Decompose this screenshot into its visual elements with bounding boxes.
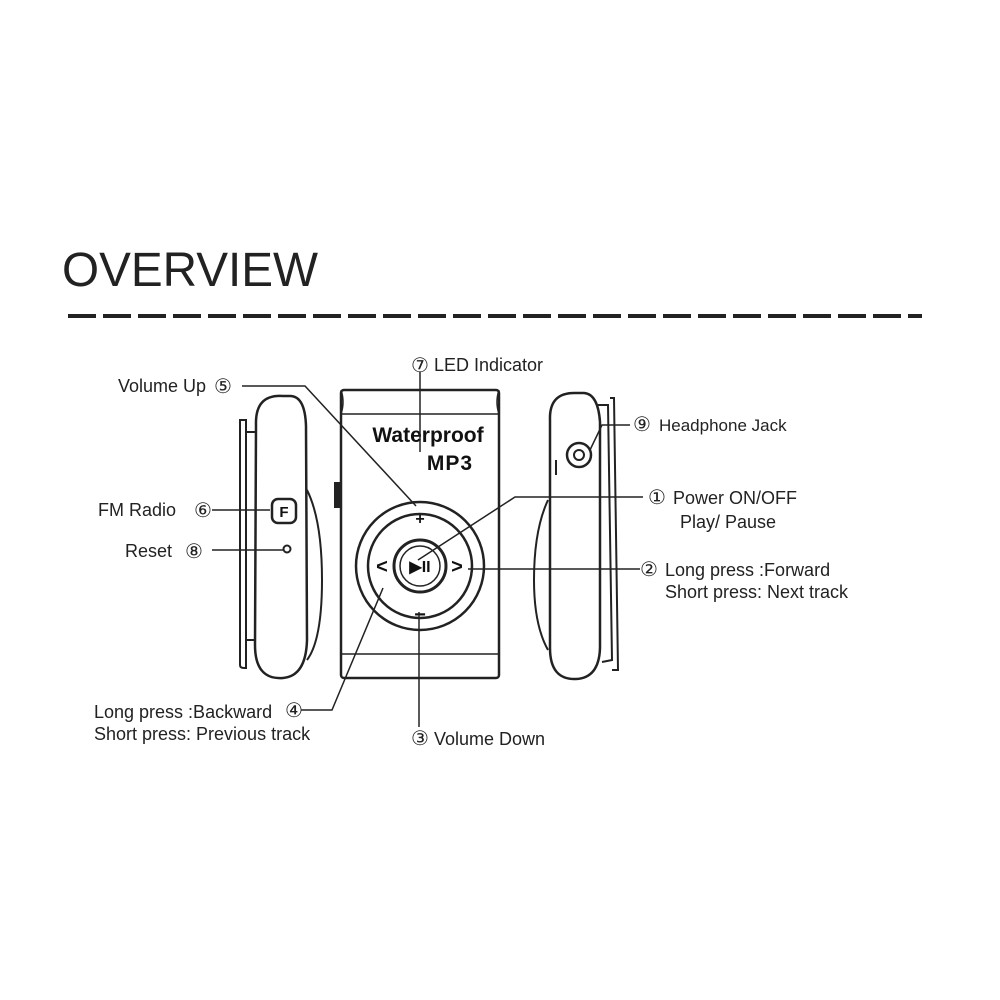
callout-forward: ② Long press :Forward Short press: Next … xyxy=(640,557,849,602)
volume-down-minus-icon: − xyxy=(414,604,426,626)
leader-backward xyxy=(301,587,384,711)
left-side-view xyxy=(239,394,340,680)
callout-number-2: ② xyxy=(640,557,658,581)
page-title: OVERVIEW xyxy=(62,244,319,297)
leader-power xyxy=(417,496,643,561)
label-short-press-previous: Short press: Previous track xyxy=(94,724,311,744)
callout-number-1: ① xyxy=(648,485,666,509)
callout-number-8: ⑧ xyxy=(185,539,203,563)
next-chevron-icon: > xyxy=(451,556,463,578)
label-volume-up: Volume Up xyxy=(118,376,206,396)
callout-volume-down: ③ Volume Down xyxy=(411,726,545,750)
device-label-mp3: MP3 xyxy=(427,452,473,475)
label-long-press-backward: Long press :Backward xyxy=(94,702,272,722)
callout-volume-up: Volume Up ⑤ xyxy=(118,374,232,398)
previous-chevron-icon: < xyxy=(376,556,388,578)
callout-power: ① Power ON/OFF Play/ Pause xyxy=(648,485,797,532)
callout-reset: Reset ⑧ xyxy=(125,539,203,563)
label-reset: Reset xyxy=(125,541,172,561)
callout-number-9: ⑨ xyxy=(633,412,651,436)
callout-number-6: ⑥ xyxy=(194,498,212,522)
play-pause-icon: ▶II xyxy=(408,559,430,576)
headphone-jack-icon xyxy=(565,441,593,469)
label-volume-down: Volume Down xyxy=(434,729,545,749)
label-fm-radio: FM Radio xyxy=(98,500,176,520)
leader-lines xyxy=(212,372,643,727)
callout-number-5: ⑤ xyxy=(214,374,232,398)
fm-key xyxy=(270,497,298,525)
label-headphone-jack: Headphone Jack xyxy=(659,416,787,435)
callout-number-4: ④ xyxy=(285,698,303,722)
label-power-on-off: Power ON/OFF xyxy=(673,488,797,508)
label-play-pause: Play/ Pause xyxy=(680,512,776,532)
callout-backward: Long press :Backward ④ Short press: Prev… xyxy=(94,698,311,744)
label-led-indicator: LED Indicator xyxy=(434,355,543,375)
label-long-press-forward: Long press :Forward xyxy=(665,560,830,580)
fm-key-letter: F xyxy=(279,504,288,521)
leader-volume-up xyxy=(242,385,417,507)
reset-hole-icon xyxy=(282,544,292,554)
label-short-press-next: Short press: Next track xyxy=(665,582,849,602)
callout-headphone-jack: ⑨ Headphone Jack xyxy=(633,412,787,436)
leader-headphone-jack xyxy=(589,424,630,451)
callout-number-3: ③ xyxy=(411,726,429,750)
callout-led: ⑦ LED Indicator xyxy=(411,353,543,377)
callout-fm-radio: FM Radio ⑥ xyxy=(98,498,212,522)
play-pause-button xyxy=(392,538,448,594)
front-view xyxy=(339,388,501,680)
callout-number-7: ⑦ xyxy=(411,353,429,377)
right-side-view xyxy=(532,391,620,681)
device-label-waterproof: Waterproof xyxy=(372,424,484,447)
volume-up-plus-icon: + xyxy=(415,511,424,528)
